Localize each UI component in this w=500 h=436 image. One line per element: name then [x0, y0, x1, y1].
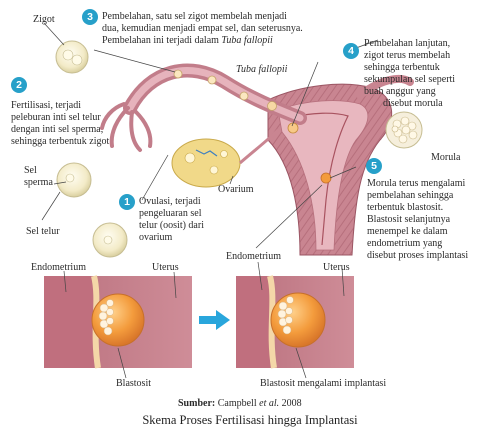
step-2-line: peleburan inti sel telur — [11, 112, 101, 123]
label-uterus-top: Uterus — [323, 262, 350, 273]
fallopian-tube-illustration — [100, 63, 332, 184]
step-3-badge: 3 — [82, 9, 98, 25]
step-4-line: zigot terus membelah — [364, 50, 451, 61]
label-endometrium-left: Endometrium — [31, 262, 86, 273]
egg-cell — [92, 222, 128, 258]
label-morula: Morula — [431, 152, 461, 163]
label-blastosit: Blastosit — [116, 378, 152, 389]
step-4-badge: 4 — [343, 43, 359, 59]
label-tuba-fallopii: Tuba fallopii — [236, 64, 288, 75]
step-5-line: Blastosit selanjutnya — [367, 214, 451, 225]
progress-arrow — [199, 310, 230, 330]
step-4-line: sekumpulan sel seperti — [364, 74, 456, 85]
step-4-line: buah anggur yang — [364, 86, 436, 97]
step-5-line: disebut proses implantasi — [367, 250, 469, 261]
label-zigot: Zigot — [33, 14, 55, 25]
ovary-illustration — [171, 128, 280, 188]
step-5-line: pembelahan sehingga — [367, 190, 454, 201]
source-credit: Sumber: Campbell et al. 2008 — [178, 398, 302, 409]
step-3-line: dua, kemudian menjadi empat sel, dan set… — [102, 23, 303, 34]
morula-cell — [385, 111, 423, 149]
step-5-badge: 5 — [366, 158, 382, 174]
source-author: Campbell — [215, 398, 260, 409]
step-2-line: sehingga terbentuk zigot — [11, 136, 110, 147]
label-sel-telur: Sel telur — [26, 226, 60, 237]
step-3-line: Pembelahan, satu sel zigot membelah menj… — [102, 11, 287, 22]
source-prefix: Sumber: — [178, 398, 216, 409]
step-1-badge: 1 — [119, 194, 135, 210]
zygote-cell — [55, 40, 89, 74]
figure-caption: Skema Proses Fertilisasi hingga Implanta… — [142, 413, 358, 427]
step-1-line: ovarium — [139, 232, 173, 243]
label-uterus-left: Uterus — [152, 262, 179, 273]
blastocyst-panel-left — [44, 270, 192, 379]
step-2-line: dengan inti sel sperma, — [11, 124, 104, 135]
step-1-line: pengeluaran sel — [139, 208, 202, 219]
step-4-line: sehingga terbentuk — [364, 62, 440, 73]
step-5-line: endometrium yang — [367, 238, 443, 249]
step-3-line-text: Pembelahan ini terjadi dalam — [102, 35, 222, 46]
label-sel-sperma-2: sperma — [24, 177, 53, 188]
label-ovarium: Ovarium — [218, 184, 254, 195]
step-4-line: Pembelahan lanjutan, — [364, 38, 451, 49]
source-etal: et al. — [259, 398, 280, 409]
label-blastosit-implantasi: Blastosit mengalami implantasi — [260, 378, 387, 389]
step-1-line: Ovulasi, terjadi — [139, 196, 201, 207]
step-4-line: disebut morula — [383, 98, 443, 109]
step-5-line: Morula terus mengalami — [367, 178, 466, 189]
blastocyst-panel-right — [236, 261, 354, 379]
fertilization-cell — [56, 162, 92, 198]
step-3-italic-term: Tuba fallopii — [221, 35, 273, 46]
label-endometrium-top: Endometrium — [226, 251, 281, 262]
step-2-badge: 2 — [11, 77, 27, 93]
step-5-line: terbentuk blastosit. — [367, 202, 444, 213]
label-sel-sperma-1: Sel — [24, 165, 37, 176]
step-3-line: Pembelahan ini terjadi dalam Tuba fallop… — [102, 35, 273, 47]
step-1-line: telur (oosit) dari — [139, 220, 204, 231]
source-year: 2008 — [279, 398, 302, 409]
step-5-line: menempel ke dalam — [367, 226, 448, 237]
step-2-line: Fertilisasi, terjadi — [11, 100, 81, 111]
